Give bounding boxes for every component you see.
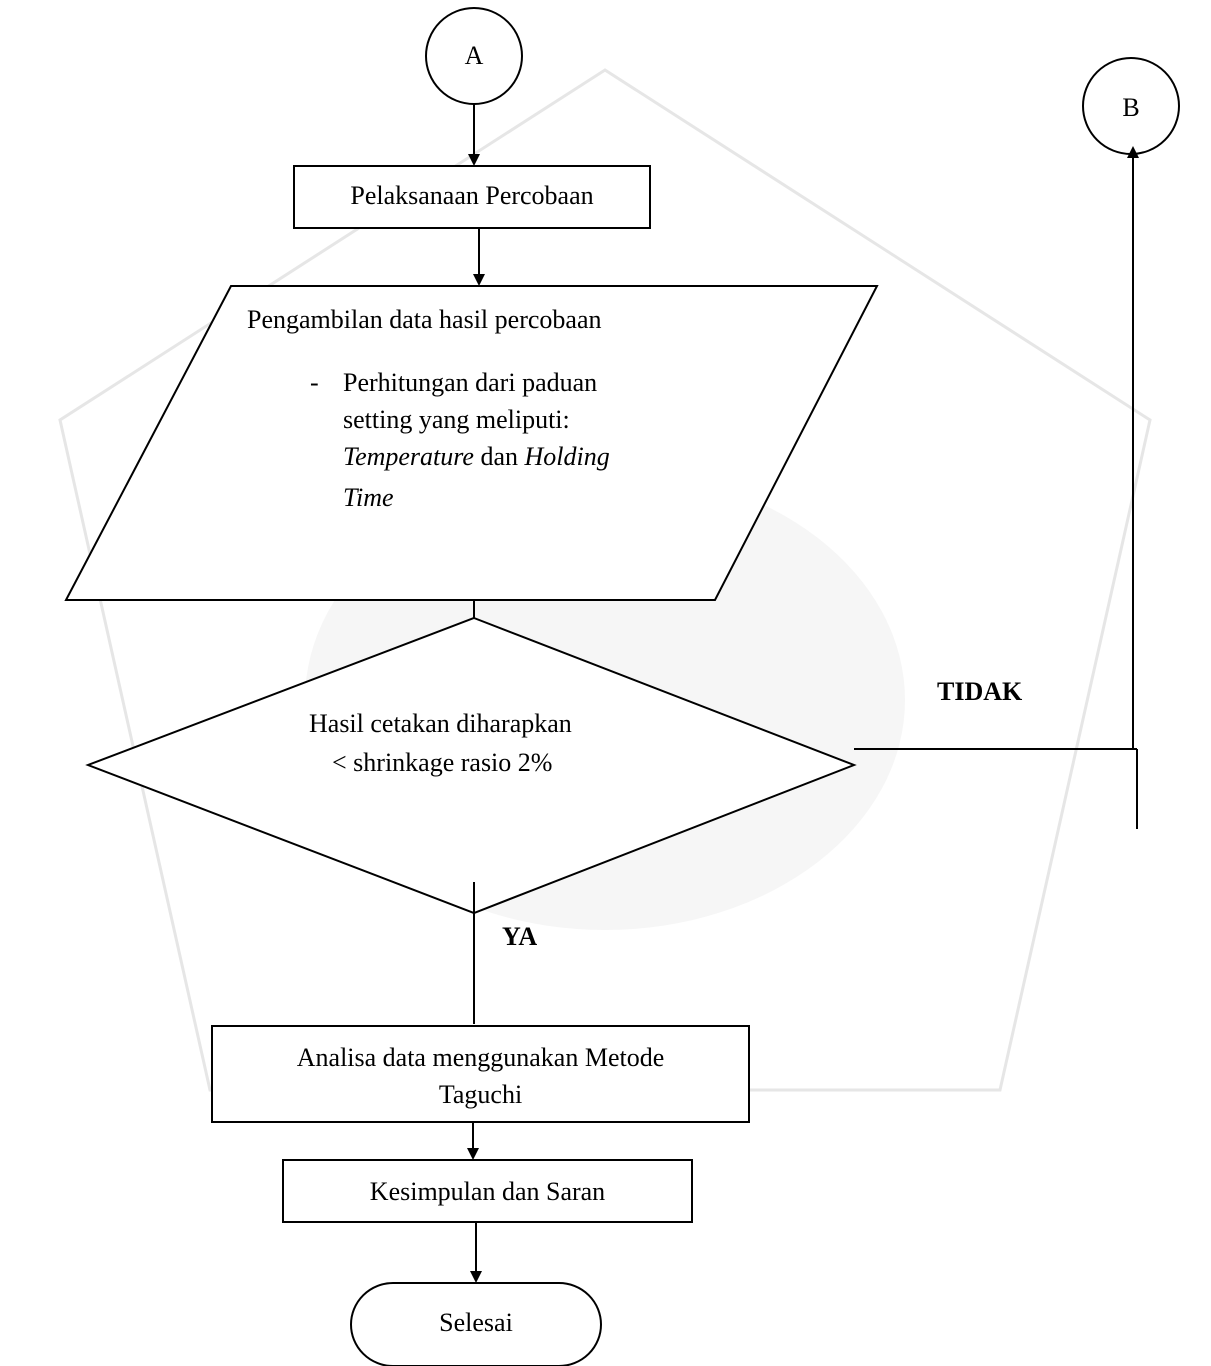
data-collection-line2: setting yang meliputi: — [343, 405, 570, 434]
temperature-term: Temperature — [343, 442, 474, 471]
holding-term: Holding — [524, 442, 610, 471]
decision-line1: Hasil cetakan diharapkan — [309, 709, 572, 738]
conclusion-process-box — [282, 1159, 693, 1223]
analysis-process-box — [211, 1025, 750, 1123]
analysis-line1: Analisa data menggunakan Metode — [296, 1043, 665, 1072]
end-label: Selesai — [439, 1308, 513, 1337]
connector-b-label: B — [1122, 93, 1140, 122]
connector-a-label: A — [464, 41, 484, 70]
data-collection-title: Pengambilan data hasil percobaan — [247, 305, 602, 334]
data-collection-bullet: - — [310, 368, 319, 397]
analysis-line2: Taguchi — [438, 1080, 523, 1109]
end-terminator-shape — [350, 1282, 602, 1366]
edge-no-label: TIDAK — [937, 677, 1023, 706]
edge-yes-label: YA — [502, 922, 538, 951]
data-collection-line3: Temperature dan Holding — [343, 440, 610, 474]
conclusion-label: Kesimpulan dan Saran — [369, 1177, 606, 1206]
experiment-label: Pelaksanaan Percobaan — [350, 181, 594, 210]
data-collection-io-shape — [64, 285, 879, 601]
decision-line2: < shrinkage rasio 2% — [332, 748, 553, 777]
line3-connector: dan — [473, 442, 525, 471]
experiment-process-box — [293, 165, 651, 229]
data-collection-line1: Perhitungan dari paduan — [343, 368, 598, 397]
data-collection-line4: Time — [343, 483, 394, 512]
